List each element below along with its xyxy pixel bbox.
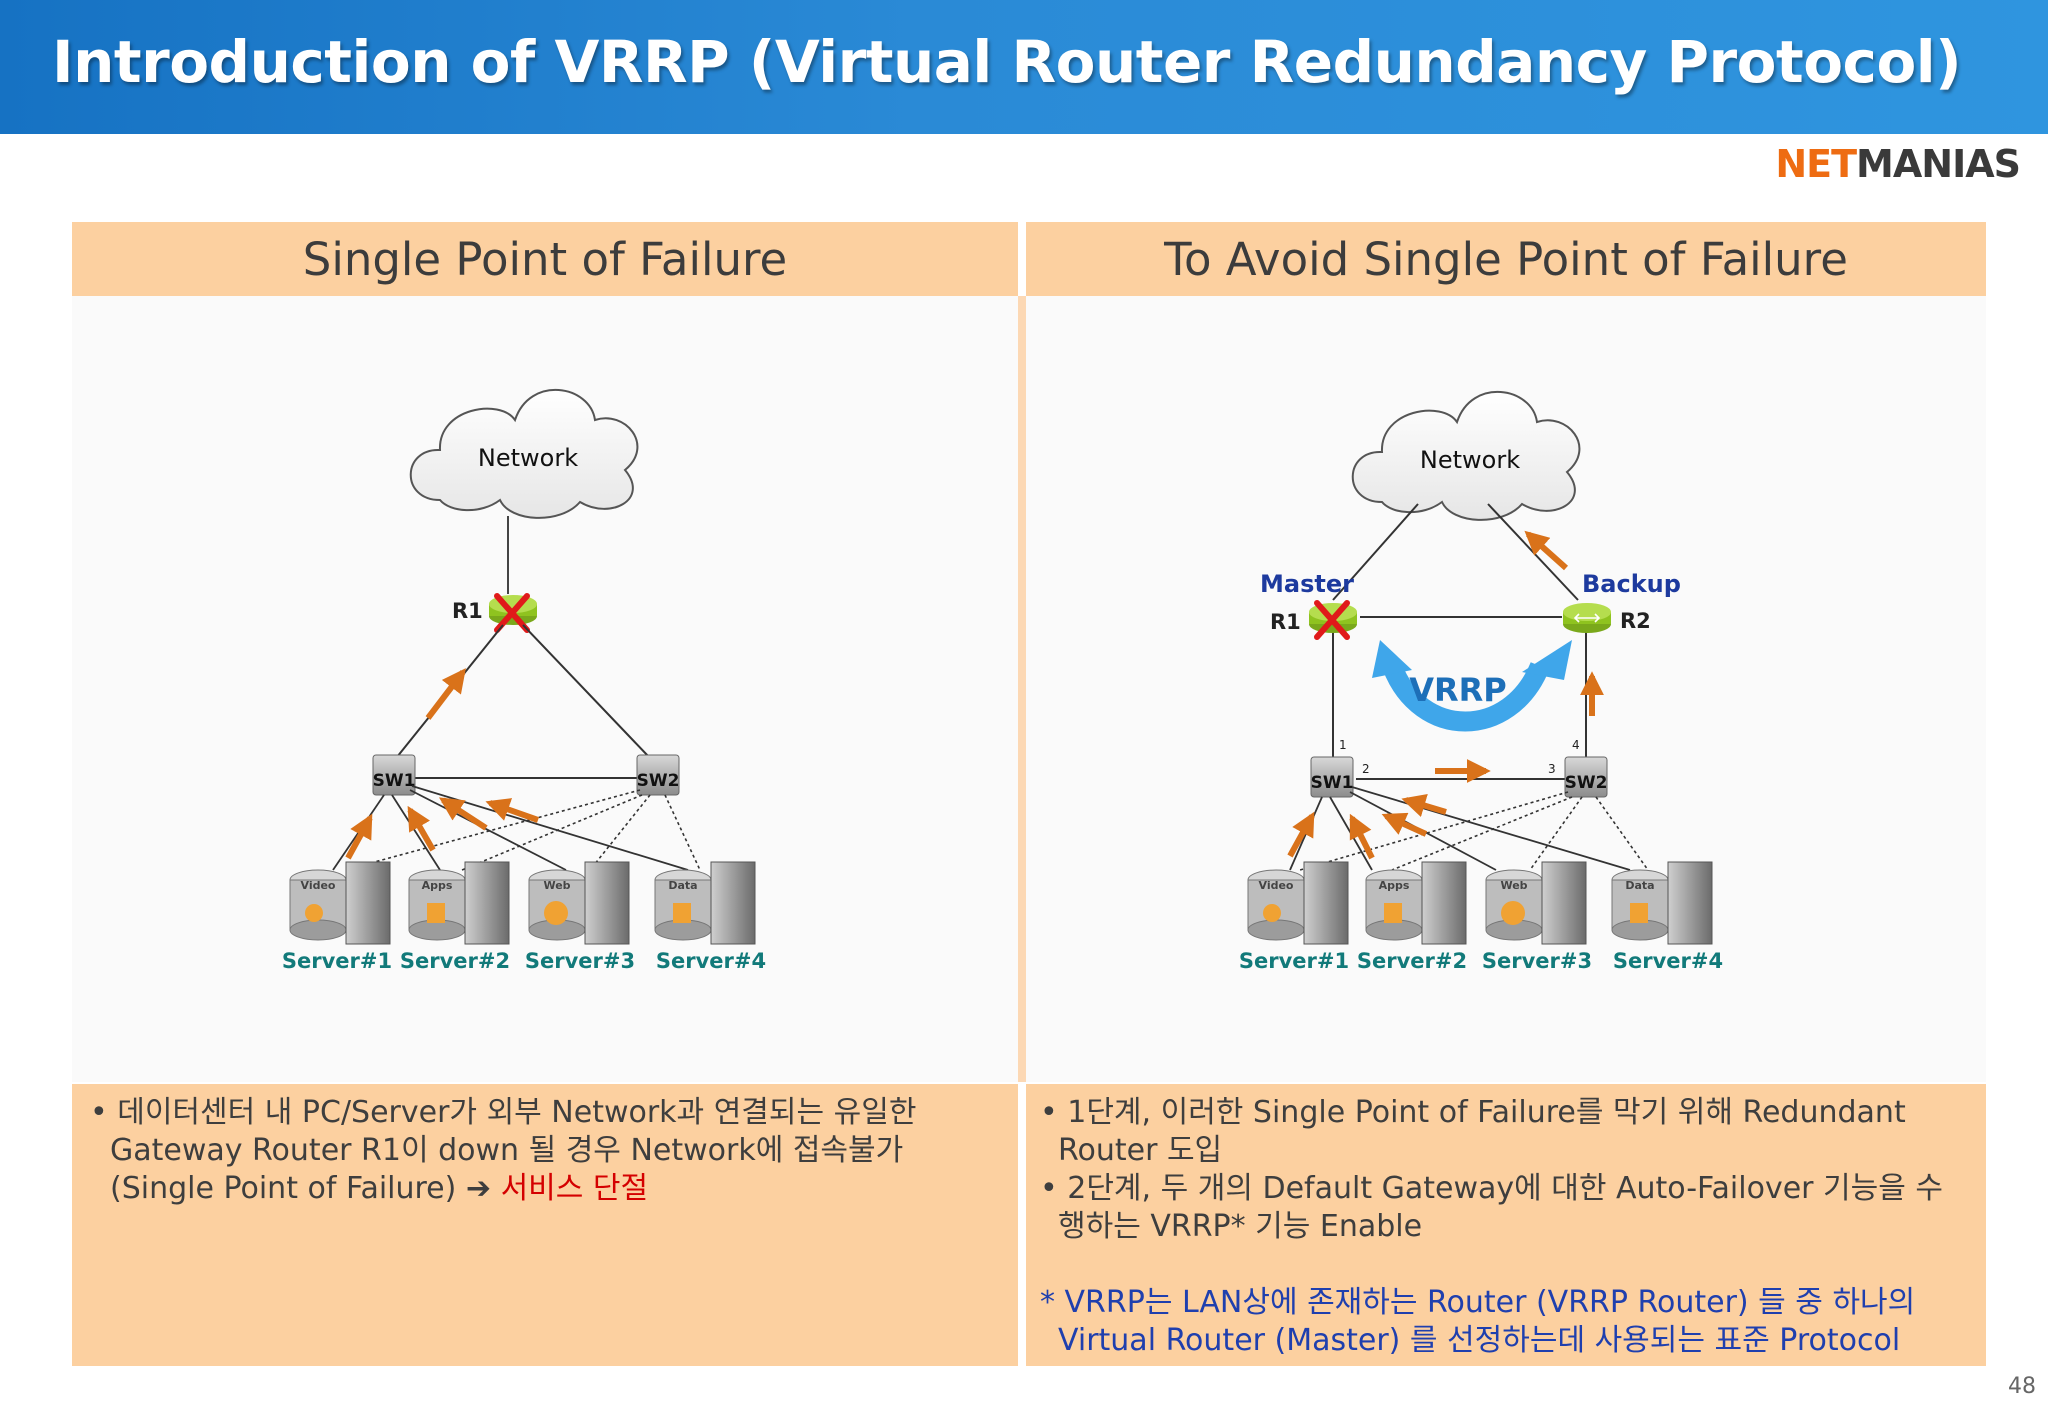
left-router-label: R1 [452,599,483,623]
vrrp-arc-arrow-icon [1372,640,1572,732]
vrrp-note-line-1: * VRRP는 LAN상에 존재하는 Router (VRRP Router) … [1040,1285,1916,1320]
port-1: 1 [1339,738,1347,752]
left-sw1 [372,754,416,796]
left-cloud-label: Network [478,444,578,472]
right-router-r2 [1563,603,1611,633]
right-bullet2-line-2: 행하는 VRRP* 기능 Enable [1058,1209,1423,1244]
service-outage-text: 서비스 단절 [500,1171,649,1206]
left-bullet-line-3: (Single Point of Failure) ➔ 서비스 단절 [110,1170,648,1208]
title-banner: Introduction of VRRP (Virtual Router Red… [0,0,2048,134]
page-number: 48 [2008,1374,2036,1399]
right-server-1 [1247,861,1349,945]
right-sw2-label: SW2 [1565,773,1608,793]
right-server-2-tag: Apps [1379,879,1410,892]
netmanias-logo: NETMANIAS [1775,142,2021,186]
left-heading: Single Point of Failure [72,222,1018,296]
right-server-1-tag: Video [1259,879,1294,892]
left-sw1-label: SW1 [373,771,416,791]
left-server-2-tag: Apps [422,879,453,892]
port-2: 2 [1362,762,1370,776]
left-bullet-line-1: • 데이터센터 내 PC/Server가 외부 Network과 연결되는 유일… [90,1095,917,1130]
left-server-3-tag: Web [543,879,570,892]
right-failure-cross-icon [1314,600,1350,640]
right-bullet1-line-1: • 1단계, 이러한 Single Point of Failure를 막기 위… [1040,1095,1906,1130]
left-server-4 [654,861,756,945]
left-server-1 [289,861,391,945]
port-3: 3 [1548,762,1556,776]
right-server-4 [1611,861,1713,945]
left-server-2-label: Server#2 [400,949,510,973]
right-bullet2-line-1: • 2단계, 두 개의 Default Gateway에 대한 Auto-Fai… [1040,1171,1943,1206]
right-bullet1-line-2: Router 도입 [1058,1133,1223,1168]
right-server-3-tag: Web [1500,879,1527,892]
right-r1-label: R1 [1270,610,1301,634]
left-server-4-tag: Data [668,879,697,892]
left-server-3-label: Server#3 [525,949,635,973]
port-4: 4 [1572,738,1580,752]
right-r2-label: R2 [1620,609,1651,633]
right-heading: To Avoid Single Point of Failure [1026,222,1986,296]
right-cloud [1351,391,1581,521]
right-server-1-label: Server#1 [1239,949,1349,973]
left-server-1-label: Server#1 [282,949,392,973]
slide-title: Introduction of VRRP (Virtual Router Red… [52,28,1962,96]
right-server-2-label: Server#2 [1357,949,1467,973]
logo-net: NET [1775,142,1857,186]
right-sw1 [1310,756,1354,798]
left-bullet-line-3-text: (Single Point of Failure) ➔ [110,1171,501,1206]
left-traffic-arrows [345,668,540,860]
right-sw2 [1564,756,1608,798]
left-sw2-label: SW2 [637,771,680,791]
left-cloud [409,389,639,519]
left-description-box: • 데이터센터 내 PC/Server가 외부 Network과 연결되는 유일… [72,1084,1018,1366]
vrrp-note-line-2: Virtual Router (Master) 를 선정하는데 사용되는 표준 … [1058,1323,1901,1358]
column-divider [1018,296,1026,1082]
left-server-4-label: Server#4 [656,949,766,973]
left-server-2 [408,861,510,945]
left-server-3 [528,861,630,945]
vrrp-label: VRRP [1409,671,1507,709]
left-sw2 [636,754,680,796]
right-server-4-label: Server#4 [1613,949,1723,973]
right-sw1-label: SW1 [1311,773,1354,793]
right-server-3-label: Server#3 [1482,949,1592,973]
left-bullet-line-2: Gateway Router R1이 down 될 경우 Network에 접속… [110,1133,904,1168]
left-server-1-tag: Video [301,879,336,892]
right-server-4-tag: Data [1625,879,1654,892]
backup-label: Backup [1582,570,1681,598]
master-label: Master [1260,570,1354,598]
right-description-box: • 1단계, 이러한 Single Point of Failure를 막기 위… [1026,1084,1986,1366]
right-traffic-arrows [1287,530,1604,860]
right-cloud-label: Network [1420,446,1520,474]
right-server-3 [1485,861,1587,945]
right-server-2 [1365,861,1467,945]
left-failure-cross-icon [494,593,530,633]
logo-manias: MANIAS [1856,142,2021,186]
